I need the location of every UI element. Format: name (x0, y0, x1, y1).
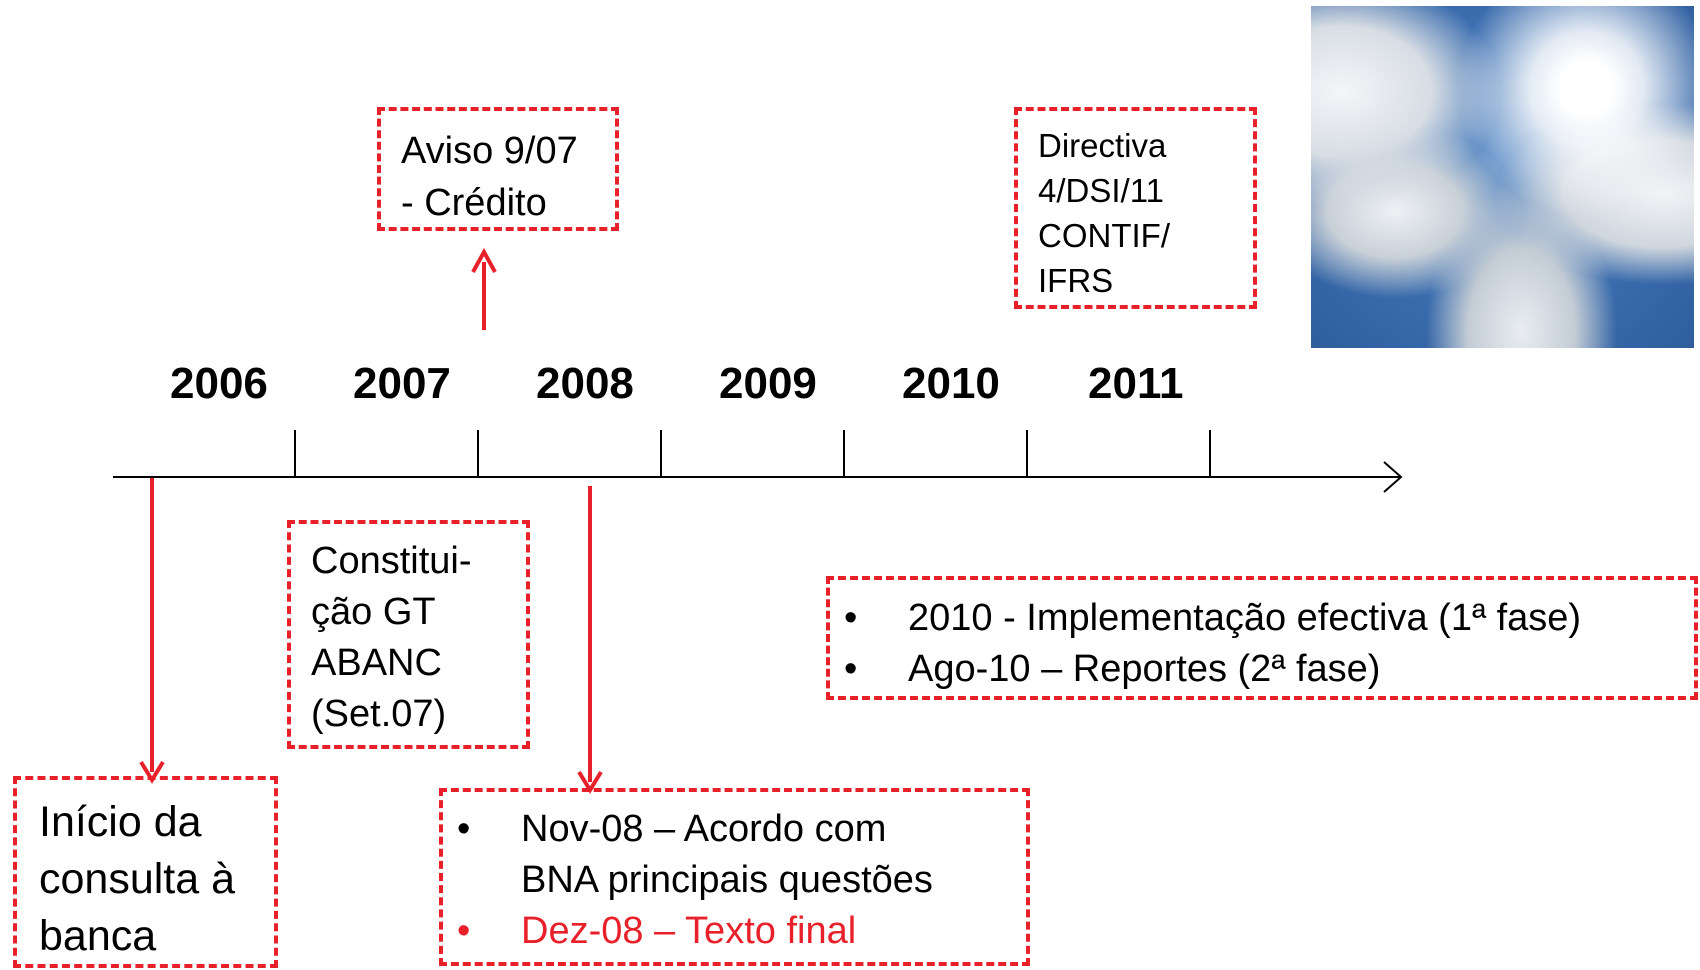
constituicao-line: ção GT (311, 591, 436, 633)
inicio-box: Início da consulta à banca (13, 776, 278, 968)
acordo-list: • Nov-08 – Acordo com BNA principais que… (443, 804, 1026, 957)
directiva-box: Directiva 4/DSI/11 CONTIF/ IFRS (1014, 107, 1257, 309)
bullet-icon: • (844, 648, 858, 690)
inicio-line: Início da (39, 798, 202, 846)
year-label-2009: 2009 (719, 359, 817, 408)
year-label-2008: 2008 (536, 359, 634, 408)
arrow-to-aviso-head (471, 247, 497, 273)
year-label-2011: 2011 (1088, 359, 1184, 408)
list-item-text: 2010 - Implementação efectiva (1ª fase) (908, 597, 1582, 639)
implementacao-list: • 2010 - Implementação efectiva (1ª fase… (830, 593, 1694, 695)
acordo-box: • Nov-08 – Acordo com BNA principais que… (439, 788, 1030, 966)
bullet-icon: • (457, 808, 471, 850)
bullet-icon: • (844, 597, 858, 639)
list-item-text: Ago-10 – Reportes (2ª fase) (908, 648, 1381, 690)
year-label-2007: 2007 (353, 359, 451, 408)
list-item: • Ago-10 – Reportes (2ª fase) (830, 644, 1694, 695)
year-label-2010: 2010 (902, 359, 1000, 408)
constituicao-line: Constitui- (311, 540, 472, 582)
timeline-axis-arrowhead (1383, 461, 1403, 493)
aviso-line: - Crédito (401, 182, 547, 224)
aviso-box: Aviso 9/07 - Crédito (377, 107, 619, 231)
directiva-line: 4/DSI/11 (1038, 172, 1164, 209)
aviso-line: Aviso 9/07 (401, 130, 578, 172)
constituicao-line: ABANC (311, 642, 442, 684)
sky-clouds-photo (1311, 6, 1694, 348)
year-label-2006: 2006 (170, 359, 268, 408)
constituicao-line: (Set.07) (311, 693, 447, 735)
bullet-icon: • (457, 910, 471, 952)
arrow-to-inicio-head (139, 760, 165, 784)
list-item-text: BNA principais questões (521, 859, 933, 901)
list-item-text: Nov-08 – Acordo com (521, 808, 887, 850)
list-item: • Nov-08 – Acordo com BNA principais que… (443, 804, 1026, 906)
directiva-line: CONTIF/ (1038, 217, 1170, 254)
directiva-line: IFRS (1038, 262, 1114, 299)
list-item-highlight: • Dez-08 – Texto final (443, 906, 1026, 957)
directiva-line: Directiva (1038, 127, 1167, 164)
inicio-line: banca (39, 912, 157, 960)
constituicao-box: Constitui- ção GT ABANC (Set.07) (287, 520, 530, 749)
list-item: • 2010 - Implementação efectiva (1ª fase… (830, 593, 1694, 644)
list-item-text: Dez-08 – Texto final (521, 910, 857, 952)
implementacao-box: • 2010 - Implementação efectiva (1ª fase… (826, 576, 1698, 700)
inicio-line: consulta à (39, 855, 236, 903)
